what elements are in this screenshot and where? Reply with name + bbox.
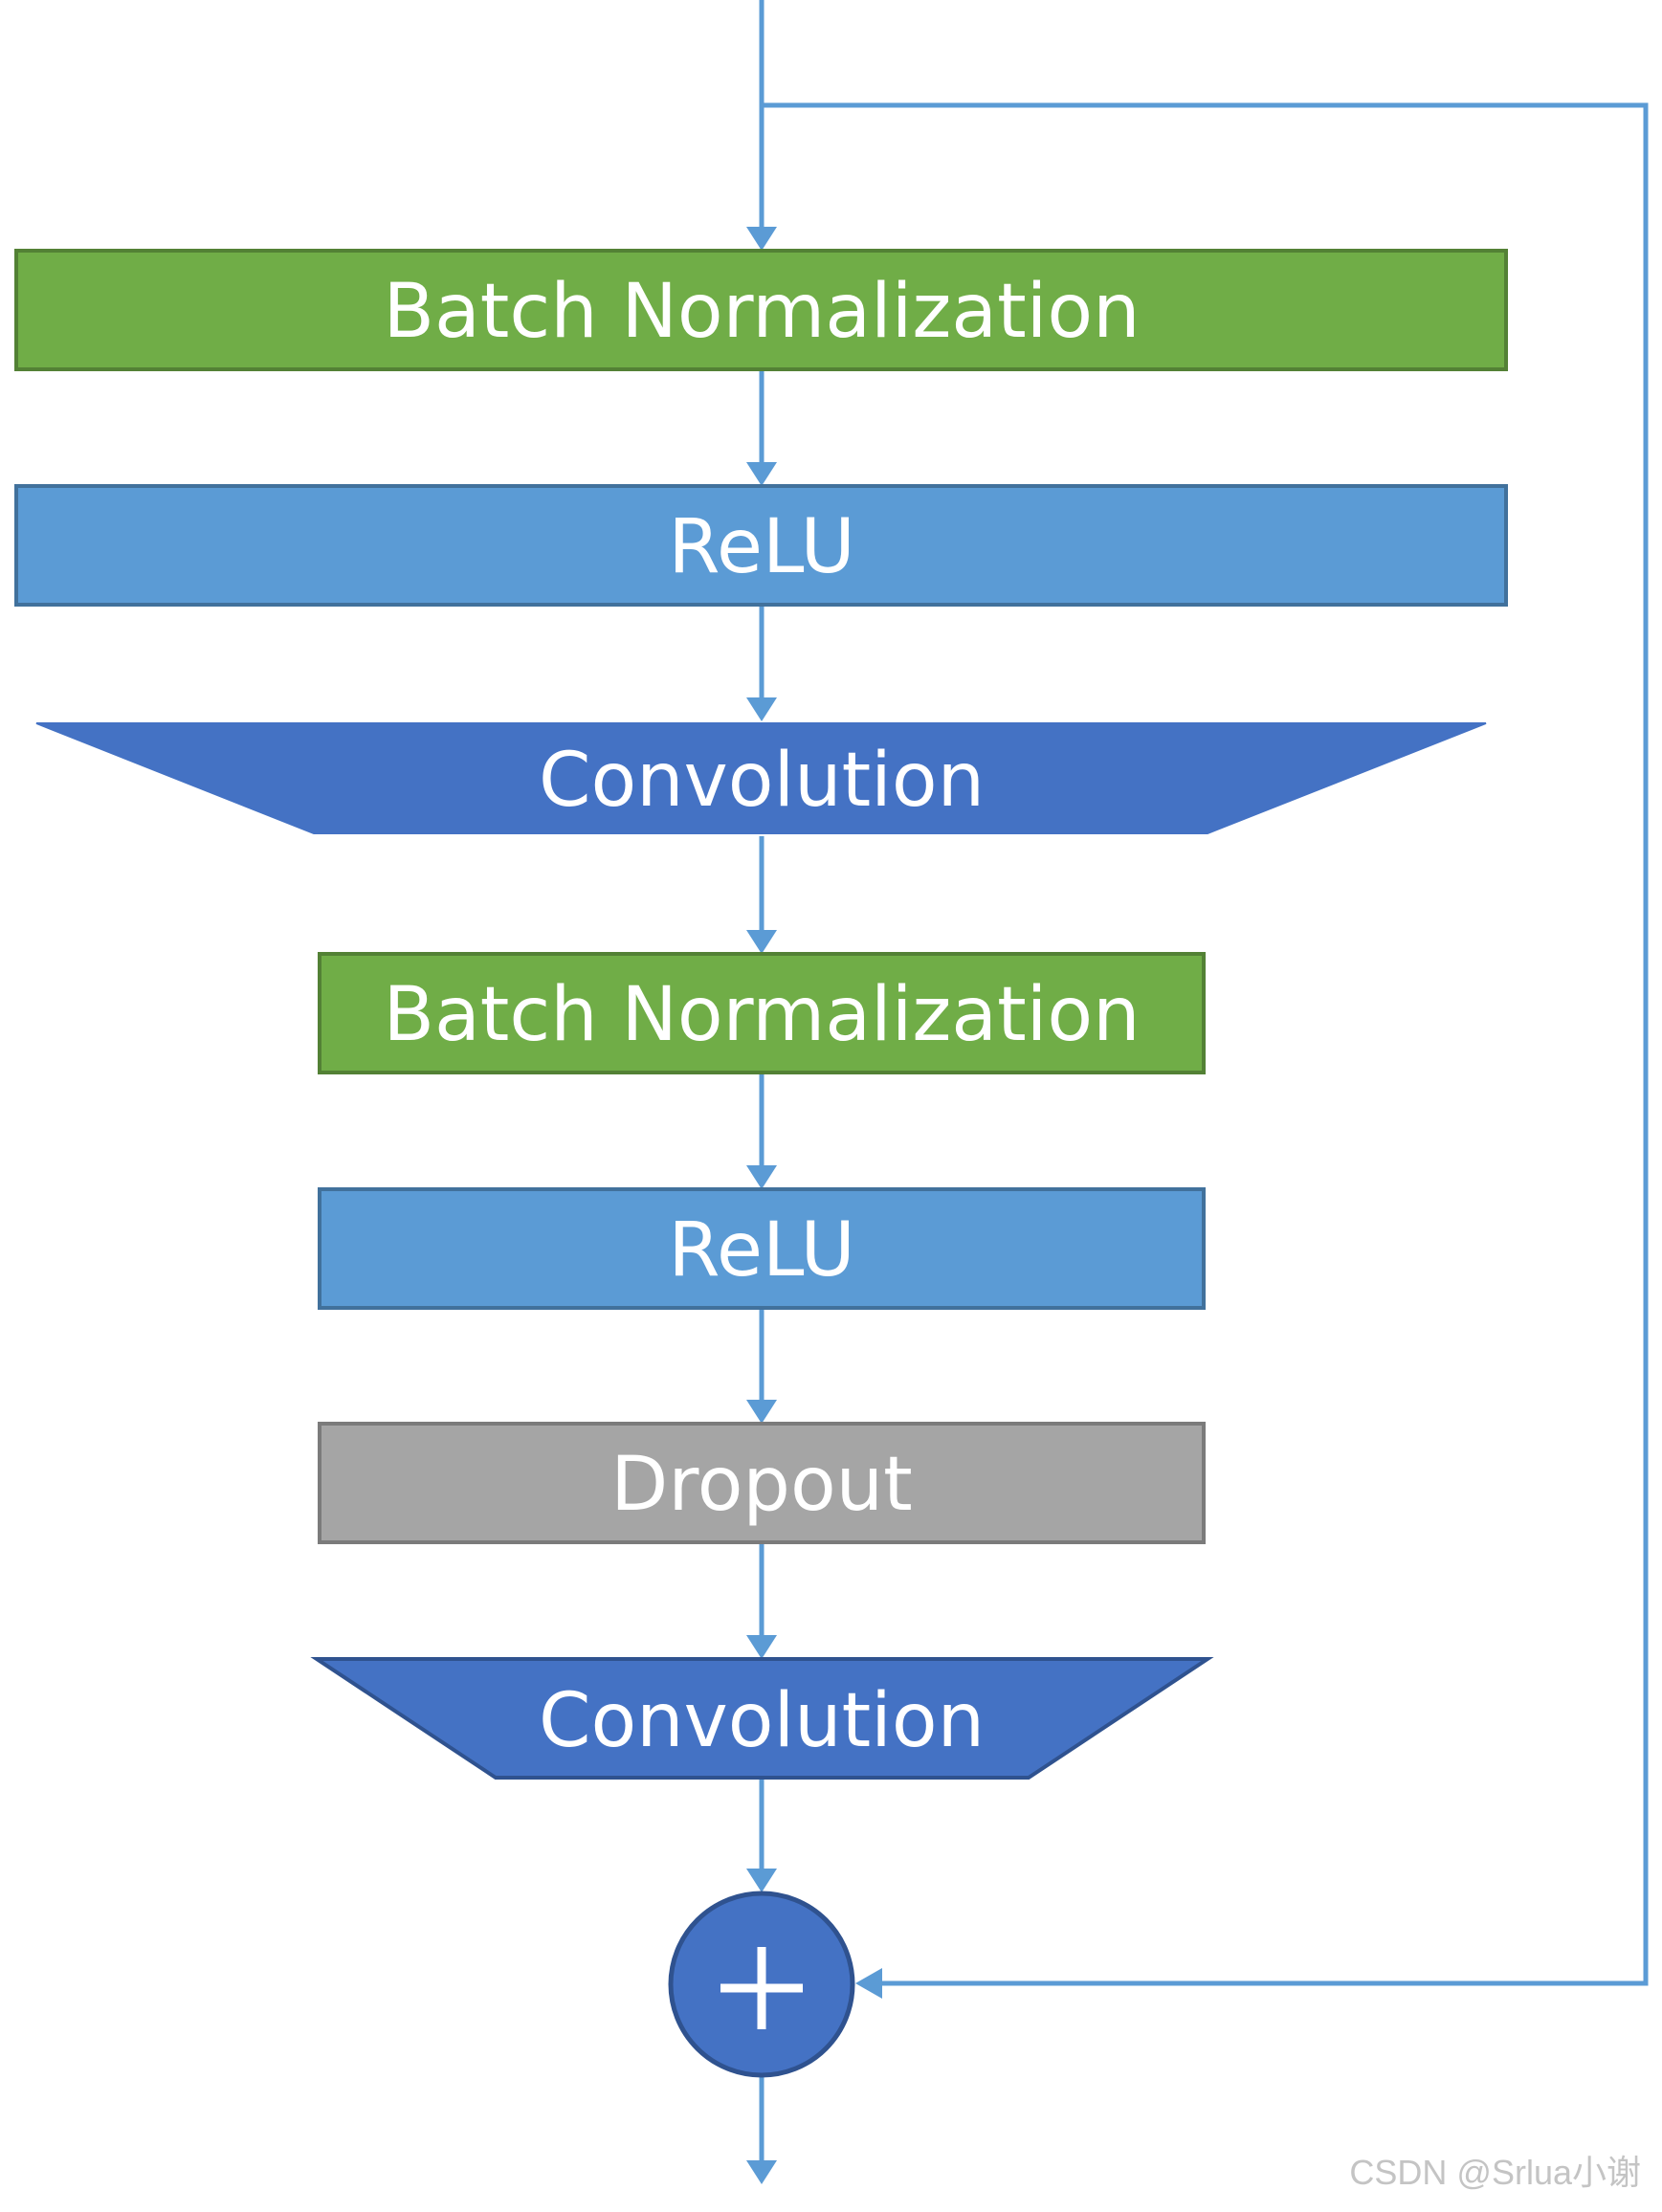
arrowhead-relu1	[746, 462, 777, 486]
batch-normalization-box	[14, 249, 1508, 371]
node-dropout: Dropout	[318, 1422, 1206, 1544]
batch-normalization-label: Batch Normalization	[383, 972, 1140, 1058]
skip-connection-line	[762, 102, 1649, 1986]
node-convolution-2: Convolution	[310, 1657, 1214, 1780]
batch-normalization-box	[318, 952, 1206, 1074]
arrowhead-conv1	[746, 697, 777, 721]
dropout-label: Dropout	[610, 1442, 912, 1528]
node-relu-1: ReLU	[14, 484, 1508, 607]
convolution-shape	[310, 1657, 1214, 1780]
node-relu-2: ReLU	[318, 1187, 1206, 1310]
relu-box	[14, 484, 1508, 607]
arrowhead-bn2	[746, 930, 777, 954]
convolution-label: Convolution	[539, 738, 985, 824]
arrowhead-skip	[855, 1968, 882, 1999]
plus-icon	[720, 1947, 803, 2029]
watermark: CSDN @Srlua小谢	[1349, 2153, 1641, 2192]
node-batch-normalization-2: Batch Normalization	[318, 952, 1206, 1074]
arrowhead-bn1	[746, 227, 777, 251]
convolution-label: Convolution	[539, 1678, 985, 1764]
arrowhead-dropout	[746, 1400, 777, 1424]
node-convolution-1: Convolution	[35, 722, 1487, 834]
node-batch-normalization-1: Batch Normalization	[14, 249, 1508, 371]
dropout-box	[318, 1422, 1206, 1544]
relu-label: ReLU	[668, 504, 854, 590]
arrowhead-add	[746, 1869, 777, 1892]
arrowhead-conv2	[746, 1635, 777, 1659]
flow-arrows	[746, 0, 1649, 2184]
node-addition	[668, 1891, 855, 2078]
arrowhead-output	[746, 2160, 777, 2184]
batch-normalization-label: Batch Normalization	[383, 269, 1140, 355]
relu-label: ReLU	[668, 1207, 854, 1294]
relu-box	[318, 1187, 1206, 1310]
convolution-shape	[35, 722, 1487, 834]
arrowhead-relu2	[746, 1165, 777, 1189]
